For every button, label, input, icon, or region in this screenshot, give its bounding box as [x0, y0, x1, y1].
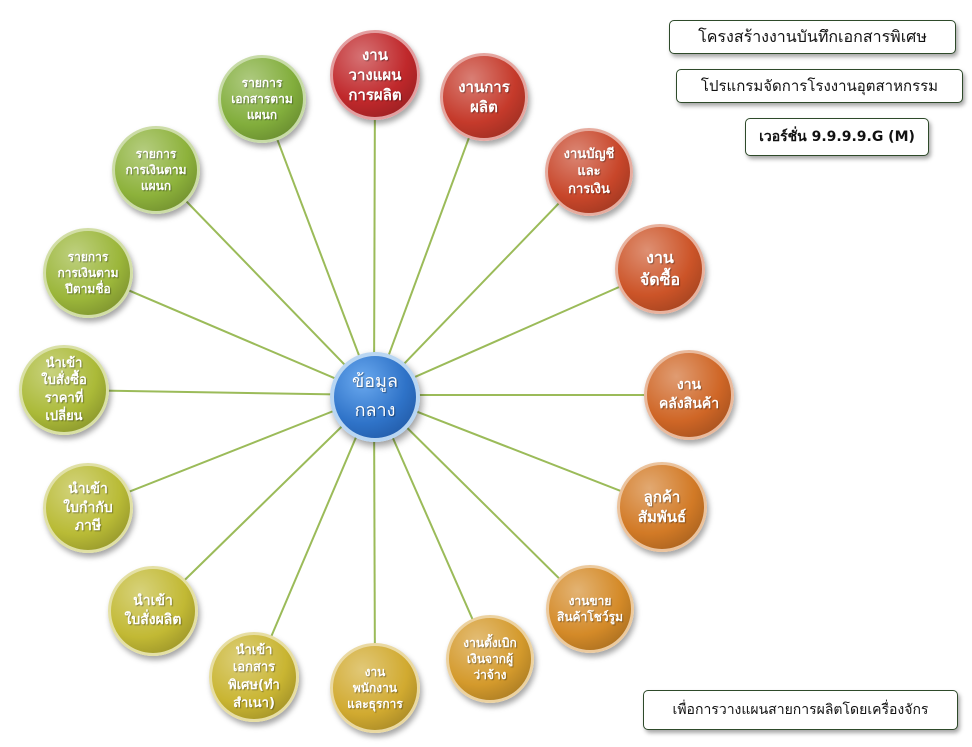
node-finance-by-name[interactable]: รายการ การเงินตาม ปีตามชื่อ	[43, 228, 133, 318]
connector-line-production-planning	[373, 74, 376, 396]
node-label: งาน คลังสินค้า	[658, 377, 720, 412]
connector-line-import-production-orders	[152, 394, 375, 612]
node-showroom-sales[interactable]: งานขาย สินค้าโชว์รูม	[546, 565, 634, 653]
node-customer-relations[interactable]: ลูกค้า สัมพันธ์	[617, 462, 707, 552]
connector-line-finance-by-name	[87, 272, 375, 396]
node-label: นำเข้า ใบสั่งซื้อ ราคาที่ เปลี่ยน	[41, 355, 87, 424]
node-label: นำเข้า เอกสาร พิเศษ(ทำ สำเนา)	[228, 642, 280, 711]
node-import-production-orders[interactable]: นำเข้า ใบสั่งผลิต	[108, 566, 198, 656]
program-name-box: โปรแกรมจัดการโรงงานอุตสาหกรรม	[676, 69, 963, 103]
node-import-tax-invoice[interactable]: นำเข้า ใบกำกับ ภาษี	[43, 463, 133, 553]
node-import-special-docs[interactable]: นำเข้า เอกสาร พิเศษ(ทำ สำเนา)	[209, 632, 299, 722]
node-label: งาน จัดซื้อ	[639, 248, 681, 289]
node-label: ลูกค้า สัมพันธ์	[637, 487, 687, 526]
node-hr-business[interactable]: งาน พนักงาน และธุรการ	[330, 643, 420, 733]
connector-line-showroom-sales	[373, 394, 591, 610]
node-purchasing[interactable]: งาน จัดซื้อ	[615, 224, 705, 314]
connector-line-docs-by-dept	[261, 98, 375, 396]
node-label: งานการ ผลิต	[458, 77, 510, 116]
node-production[interactable]: งานการ ผลิต	[440, 53, 528, 141]
connector-line-hr-business	[373, 394, 376, 689]
node-inventory[interactable]: งาน คลังสินค้า	[644, 350, 734, 440]
connector-line-customer-relations	[373, 394, 663, 508]
node-finance-by-dept[interactable]: รายการ การเงินตาม แผนก	[112, 126, 200, 214]
connector-line-import-po-exchange	[63, 389, 375, 396]
connector-line-purchasing	[373, 268, 661, 396]
node-label: งานตั้งเบิก เงินจากผู้ ว่าจ้าง	[463, 635, 517, 683]
node-label: รายการ เอกสารตาม แผนก	[231, 75, 293, 123]
footer-note-box: เพื่อการวางแผนสายการผลิตโดยเครื่องจักร	[643, 690, 958, 730]
node-production-planning[interactable]: งาน วางแผน การผลิต	[330, 30, 420, 120]
node-label: นำเข้า ใบสั่งผลิต	[124, 593, 182, 628]
node-label: รายการ การเงินตาม แผนก	[125, 146, 187, 194]
node-accounting-finance[interactable]: งานบัญชี และ การเงิน	[545, 128, 633, 216]
node-label: งานขาย สินค้าโชว์รูม	[557, 593, 623, 624]
connector-line-finance-by-dept	[155, 169, 375, 396]
node-docs-by-dept[interactable]: รายการ เอกสารตาม แผนก	[218, 55, 306, 143]
connector-line-production	[373, 96, 485, 396]
central-data-hub[interactable]: ข้อมูล กลาง	[330, 352, 420, 442]
version-box: เวอร์ชั่น 9.9.9.9.G (M)	[745, 118, 929, 156]
node-employer-advance[interactable]: งานตั้งเบิก เงินจากผู้ ว่าจ้าง	[446, 615, 534, 703]
connector-line-import-tax-invoice	[87, 394, 375, 509]
title-box: โครงสร้างงานบันทึกเอกสารพิเศษ	[669, 20, 956, 54]
connector-line-employer-advance	[373, 394, 491, 660]
node-label: งานบัญชี และ การเงิน	[563, 146, 615, 197]
node-import-po-exchange[interactable]: นำเข้า ใบสั่งซื้อ ราคาที่ เปลี่ยน	[19, 345, 109, 435]
node-label: งาน วางแผน การผลิต	[348, 45, 402, 105]
node-label: งาน พนักงาน และธุรการ	[347, 664, 403, 712]
connector-line-import-special-docs	[253, 394, 375, 678]
node-label: นำเข้า ใบกำกับ ภาษี	[63, 480, 113, 535]
connector-line-accounting-finance	[373, 171, 590, 396]
node-label: รายการ การเงินตาม ปีตามชื่อ	[57, 249, 119, 297]
